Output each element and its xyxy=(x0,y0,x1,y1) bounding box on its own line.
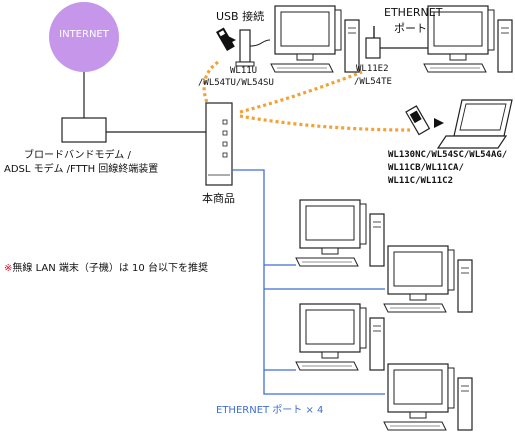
ethernet-ports-label: ETHERNET ポート × 4 xyxy=(216,405,324,416)
ethernet-adapter-model-line1: WL11E2 xyxy=(356,64,389,74)
ethernet-port-label-line1: ETHERNET xyxy=(384,6,443,19)
usb-arrow-icon xyxy=(228,36,236,44)
wireless-link-laptop xyxy=(239,114,411,132)
usb-adapter xyxy=(235,29,271,67)
usb-connection-label: USB 接続 xyxy=(216,10,265,23)
internet-node xyxy=(49,2,119,72)
laptop xyxy=(436,99,513,149)
ethernet-port-label-line2: ポート xyxy=(394,22,427,35)
note-mark: ※ xyxy=(4,263,13,274)
wired-pc-4 xyxy=(383,363,473,431)
wired-pc-1 xyxy=(295,199,385,267)
usb-model-line2: /WL54TU/WL54SU xyxy=(198,78,274,88)
card-models-line2: WL11CB/WL11CA/ xyxy=(388,163,464,173)
card-arrow-icon xyxy=(434,118,444,128)
card-models-line1: WL130NC/WL54SC/WL54AG/ xyxy=(388,150,508,160)
internet-circle xyxy=(49,2,119,72)
pc-card-icon xyxy=(405,105,431,136)
wired-pc-2 xyxy=(383,245,473,313)
ethernet-bus xyxy=(232,169,385,395)
modem-label-line1: ブロードバンドモデム / xyxy=(24,150,131,161)
usb-pc xyxy=(270,5,360,73)
modem-label-line2: ADSL モデム /FTTH 回線終端装置 xyxy=(4,164,159,175)
usb-model-line1: WL11U xyxy=(230,66,258,76)
usb-card-icon xyxy=(216,27,235,52)
wired-pc-3 xyxy=(295,303,385,371)
product-label: 本商品 xyxy=(202,192,235,205)
internet-label: INTERNET xyxy=(59,29,109,40)
card-models-line3: WL11C/WL11C2 xyxy=(388,176,454,186)
note-text: 無線 LAN 端末（子機）は 10 台以下を推奨 xyxy=(12,263,208,274)
modem-box xyxy=(61,117,107,143)
ethernet-adapter xyxy=(365,26,434,59)
recommendation-note: ※無線 LAN 端末（子機）は 10 台以下を推奨 xyxy=(4,259,208,274)
ethernet-adapter-model-line2: /WL54TE xyxy=(354,77,392,87)
wireless-link-ethernet-adapter xyxy=(239,70,363,114)
product-device xyxy=(205,102,233,186)
